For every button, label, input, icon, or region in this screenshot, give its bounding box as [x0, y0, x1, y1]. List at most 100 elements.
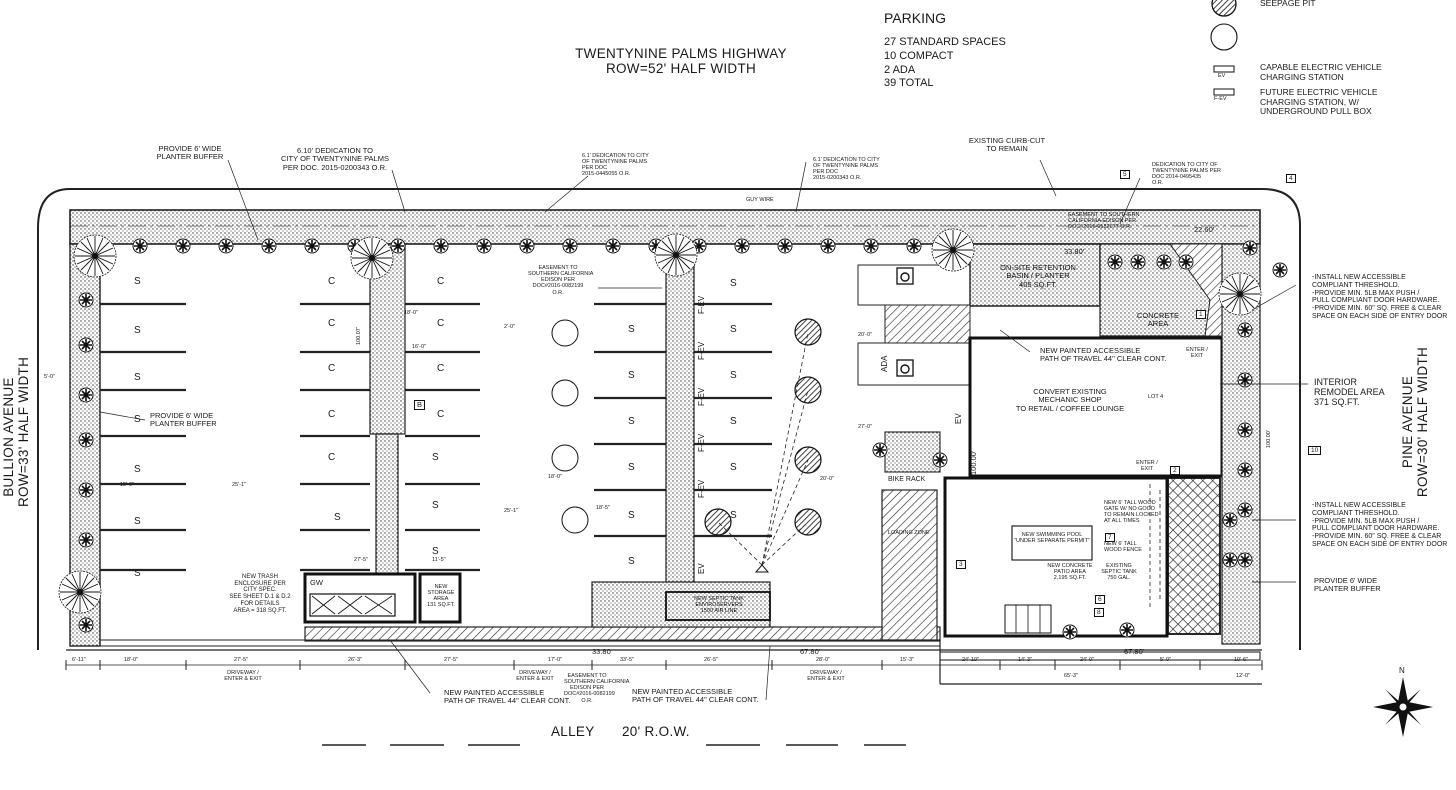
callout-line: 1500 AIR LINE — [700, 608, 738, 615]
legend-fev-line: UNDERGROUND PULL BOX — [1260, 106, 1372, 117]
shrub-icon — [1237, 322, 1253, 338]
loading-zone-label: LOADING ZONE — [888, 530, 930, 536]
stall-label-standard: S — [134, 464, 141, 475]
pool-label: NEW SWIMMING POOL "UNDER SEPARATE PERMIT… — [1014, 532, 1090, 544]
stall-label-compact: C — [328, 409, 336, 420]
shrub-icon — [218, 238, 234, 254]
callout-line: PATH OF TRAVEL 44" CLEAR CONT. — [1040, 354, 1167, 364]
keynote-tag: 4 — [1286, 174, 1296, 184]
callout-line: AREA — [433, 596, 449, 603]
stall-label-standard: S — [432, 500, 439, 511]
callout-line: TO RETAIL / COFFEE LOUNGE — [1015, 403, 1125, 413]
shrub-icon — [1242, 240, 1258, 256]
guy-wire-label: GUY WIRE — [746, 197, 774, 203]
dimension-label: 100.07' — [356, 327, 362, 345]
shrub-icon — [1272, 262, 1288, 278]
shrub-icon — [1119, 622, 1135, 638]
shrub-icon — [1237, 502, 1253, 518]
dimension-chain-label: 26'-3" — [348, 657, 363, 663]
callout-line: PROVIDE 6' WIDE — [1314, 576, 1378, 585]
callout-line: STORAGE — [427, 590, 455, 597]
callout-line: NEW — [434, 584, 448, 590]
shrub-icon — [1237, 462, 1253, 478]
east-street-name: PINE AVENUE — [1400, 375, 1415, 469]
dimension-label: 16'-0" — [412, 344, 427, 350]
callout-line: PROVIDE 6' WIDE — [158, 144, 222, 153]
shrub-icon — [78, 532, 94, 548]
dimension-chain-label: 15'-3" — [900, 657, 915, 663]
callout-line: EASEMENT TO — [567, 673, 607, 679]
dimension-label: 15'-0" — [120, 482, 135, 488]
callout-line: NEW SEPTIC TANK — [694, 596, 744, 602]
callout-line: AREA — [1147, 319, 1169, 329]
dimension-chain-label: 12'-0" — [1236, 673, 1251, 679]
keynote-tag: 10 — [1308, 446, 1322, 456]
stall-label-compact: C — [437, 409, 445, 420]
shrub-icon — [390, 238, 406, 254]
callout-line: MECHANIC SHOP — [1038, 395, 1102, 405]
callout-line: DRIVEWAY / — [227, 670, 259, 676]
dimension-label: 18'-5" — [596, 505, 611, 511]
callout-line: 2015-0445055 O.R. — [582, 171, 631, 178]
trash-enclosure — [303, 572, 417, 624]
dimension-label: 67.80' — [800, 647, 821, 656]
callout-enter-exit-2: ENTER / EXIT — [1130, 460, 1164, 472]
callout-planter-east: PROVIDE 6' WIDE PLANTER BUFFER — [1314, 576, 1381, 594]
dimension-label: 100.00' — [969, 450, 978, 475]
callout-line: ENTER / — [1136, 460, 1158, 466]
seepage-pit-legend-icon — [1211, 0, 1237, 17]
callout-line: DOC#2016-0182677 O.R. — [1068, 224, 1132, 231]
ada-symbol-icon — [896, 267, 914, 285]
stall-label-ev: EV — [954, 413, 963, 424]
callout-line: AREA = 318 SQ.FT. — [233, 607, 287, 614]
shrub-icon — [261, 238, 277, 254]
stall-label-standard: S — [134, 276, 141, 287]
loading-zone — [881, 489, 938, 641]
stall-label-standard: S — [628, 416, 635, 427]
dimension-chain-label: 24'-0" — [1080, 657, 1095, 663]
shrub-icon — [132, 238, 148, 254]
stall-label-fev: F-EV — [697, 295, 706, 314]
callout-line: PATH OF TRAVEL 44" CLEAR CONT. — [444, 696, 571, 706]
keynote-tag: 6 — [1095, 595, 1105, 605]
stall-label-standard: S — [134, 372, 141, 383]
callout-line: CITY OF TWENTYNINE PALMS — [281, 154, 389, 164]
callout-line: NEW PAINTED ACCESSIBLE — [444, 688, 545, 697]
shrub-icon — [1222, 512, 1238, 528]
callout-dedication-small-3: DEDICATION TO CITY OF TWENTYNINE PALMS P… — [1152, 162, 1221, 187]
callout-line: WOOD FENCE — [1104, 547, 1142, 554]
storage-area — [418, 572, 462, 624]
tree-icon — [931, 228, 975, 272]
dimension-chain-label: 14'-3" — [1018, 657, 1033, 663]
callout-line: NEW PAINTED ACCESSIBLE — [632, 687, 733, 696]
south-wall — [304, 626, 941, 642]
callout-line: SOUTHERN CALIFORNIA — [564, 679, 630, 686]
parking-line: 10 COMPACT — [884, 49, 954, 62]
callout-line: CONCRETE — [1136, 311, 1180, 320]
dimension-chain-label: 33'-5" — [620, 657, 635, 663]
proposed-seepage-pit-icon — [551, 444, 579, 472]
shrub-icon — [304, 238, 320, 254]
stall-label-fev: F-EV — [697, 341, 706, 360]
shrub-icon — [1237, 372, 1253, 388]
legend-fev: FUTURE ELECTRIC VEHICLE CHARGING STATION… — [1260, 87, 1378, 117]
north-street-name: TWENTYNINE PALMS HIGHWAY — [575, 46, 787, 61]
callout-line: BASIN / PLANTER — [1006, 271, 1070, 281]
shrub-icon — [78, 617, 94, 633]
legend-ev-line: CHARGING STATION — [1260, 71, 1344, 82]
callout-line: COMPLIANT THRESHOLD. — [1312, 281, 1400, 289]
callout-line: PER DOC — [813, 169, 839, 176]
compass-label: N — [1399, 666, 1405, 675]
keynote-tag: 5 — [1120, 170, 1130, 180]
shrub-icon — [1237, 552, 1253, 568]
callout-line: PER DOC — [582, 165, 608, 172]
dimension-label: 22.60' — [1194, 225, 1215, 234]
callout-line: ENTER & EXIT — [807, 676, 845, 683]
callout-line: ENCLOSURE PER — [234, 580, 286, 587]
callout-convert: CONVERT EXISTING MECHANIC SHOP TO RETAIL… — [1000, 387, 1140, 413]
stall-label-compact: C — [328, 276, 336, 287]
shrub-icon — [1178, 254, 1194, 270]
legend-ev-line: CAPABLE ELECTRIC VEHICLE — [1260, 62, 1382, 72]
shrub-icon — [175, 238, 191, 254]
callout-line: PULL COMPLIANT DOOR HARDWARE. — [1312, 297, 1440, 305]
